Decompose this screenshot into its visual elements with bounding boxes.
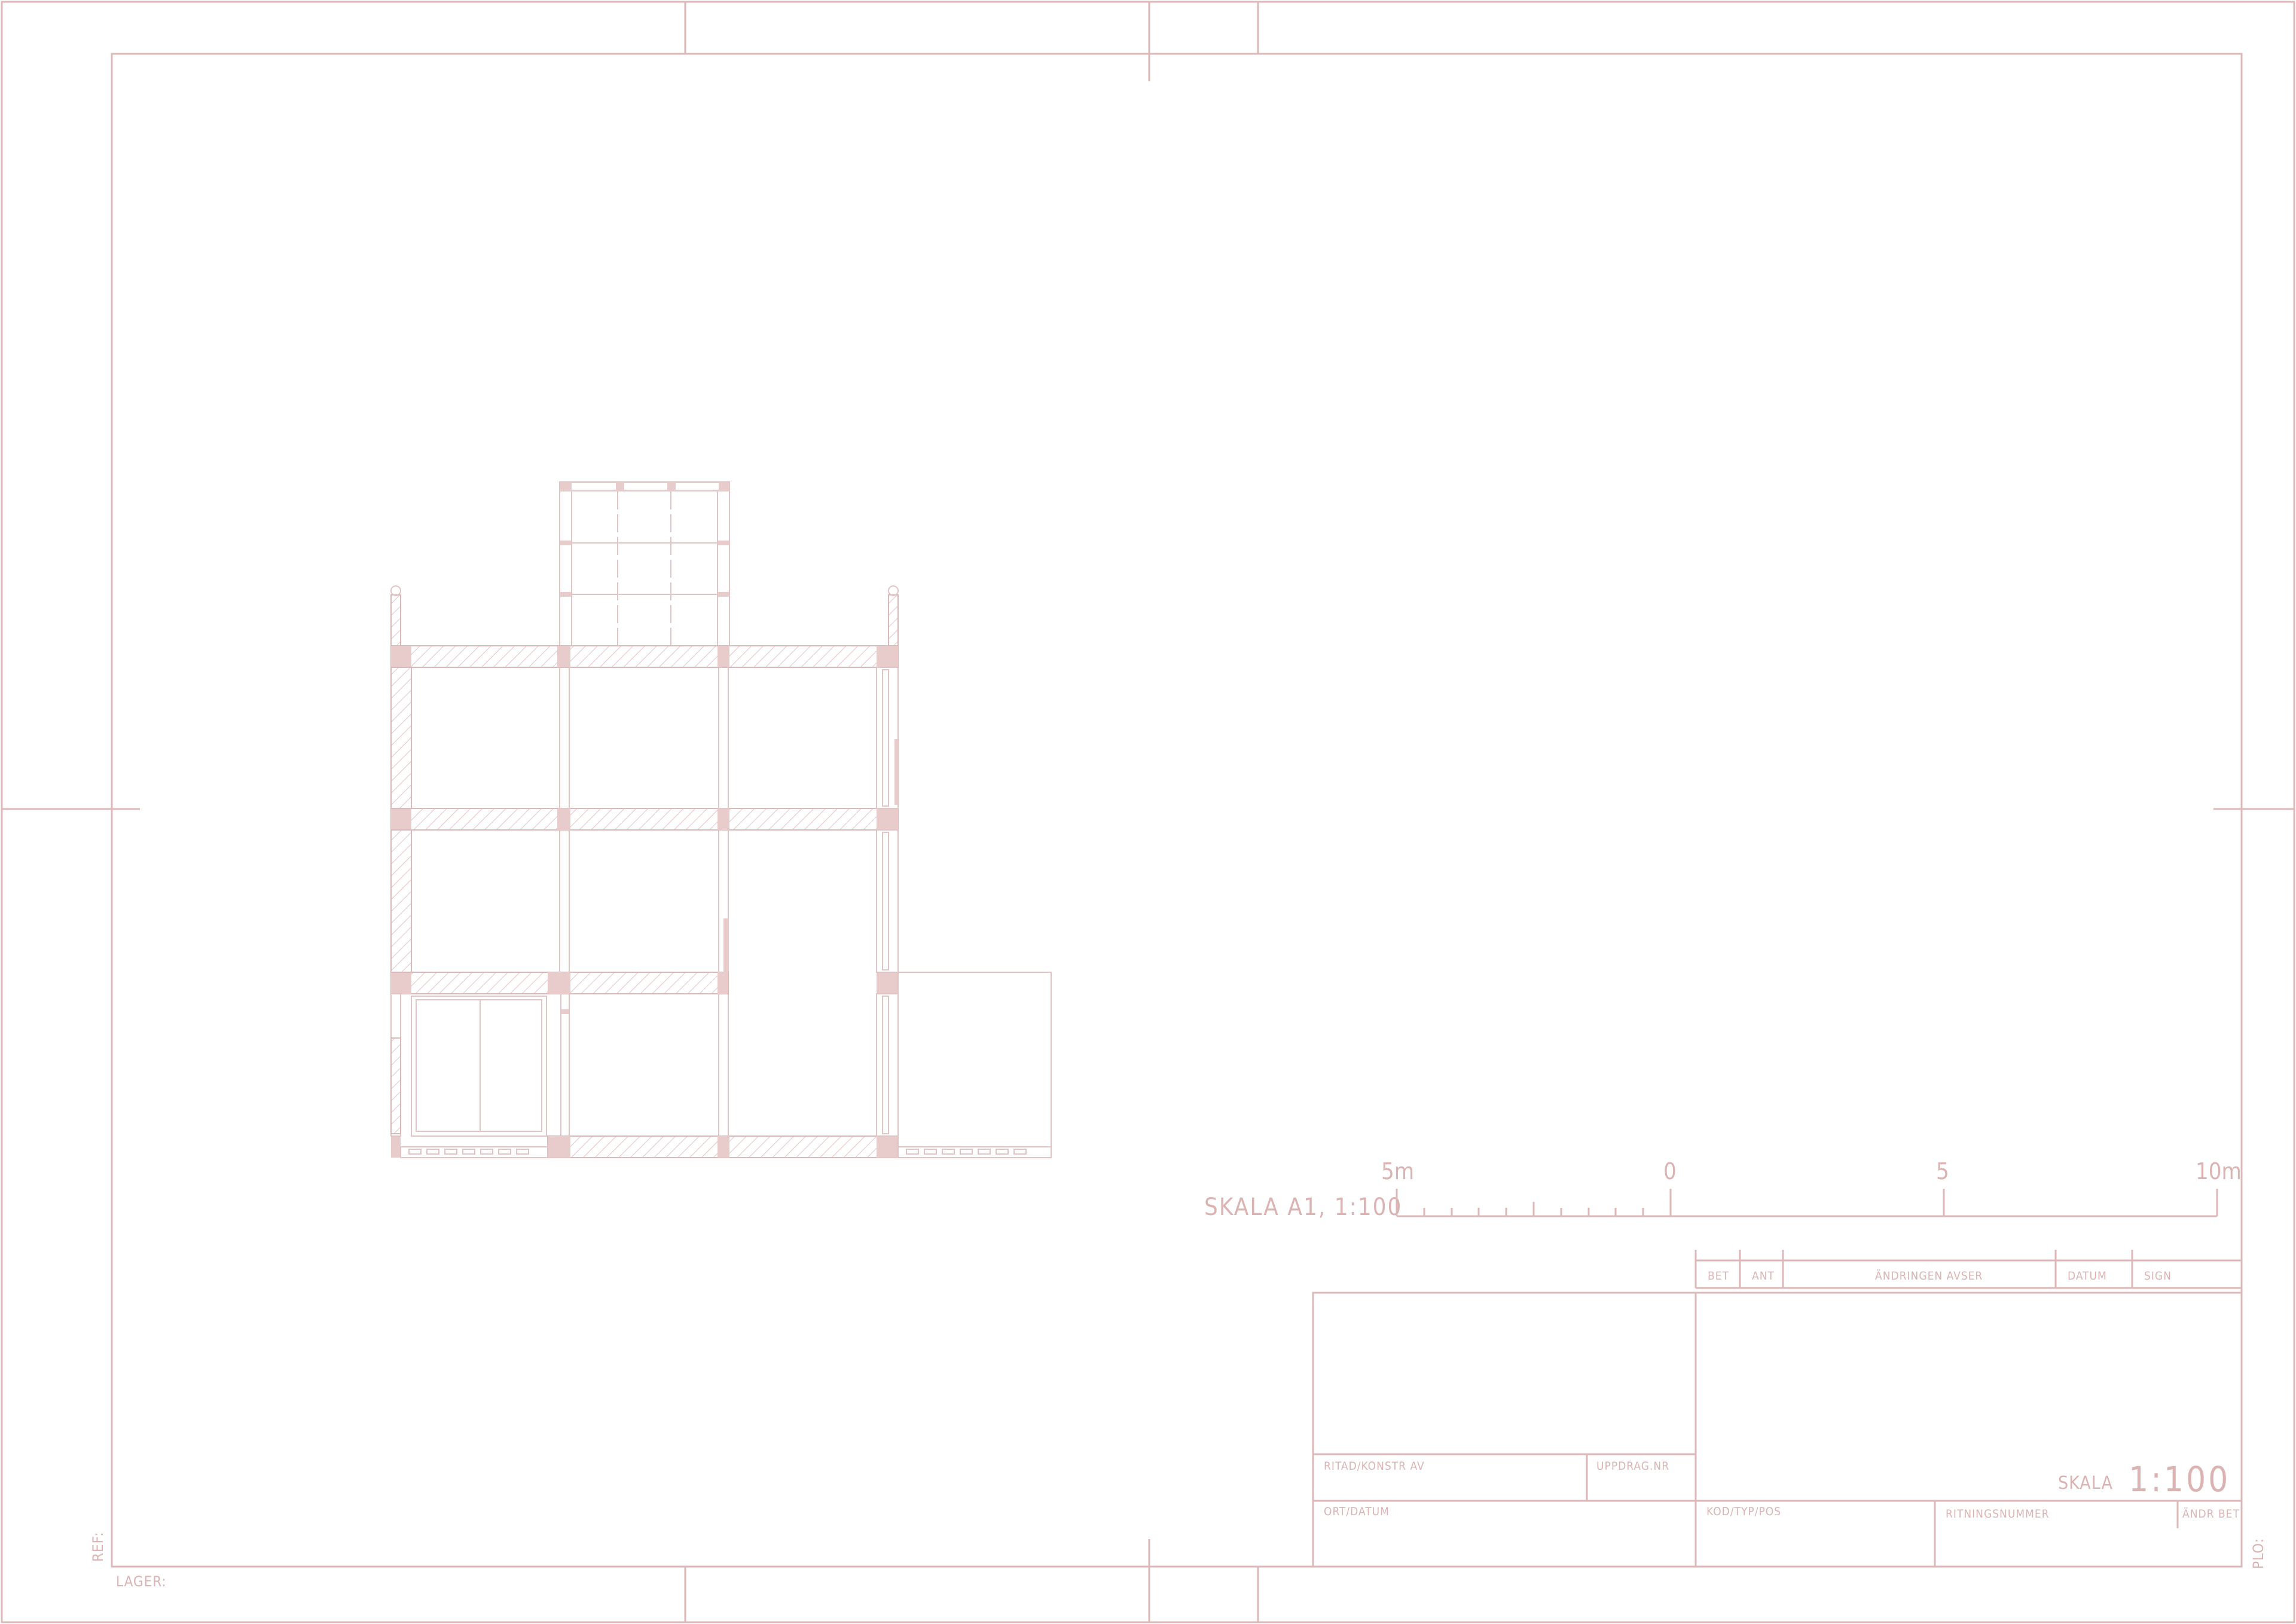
uppdrag-nr-label: UPPDRAG.NR [1596, 1460, 1669, 1473]
skala-label: SKALA [2058, 1473, 2113, 1494]
inner-border [111, 53, 2243, 1568]
skala-value: 1:100 [2129, 1459, 2230, 1500]
andr-bet-label: ÄNDR BET [2182, 1507, 2240, 1521]
rev-col-ant: ANT [1752, 1269, 1775, 1283]
ritningsnummer-label: RITNINGSNUMMER [1946, 1507, 2050, 1521]
floor-slabs [390, 645, 899, 1158]
kod-typ-pos-label: KOD/TYP/POS [1706, 1505, 1781, 1518]
ground-floor-window [411, 996, 547, 1137]
ref-label: REF: [90, 1532, 106, 1562]
floor-slab-3 [390, 808, 899, 831]
scale-bar: SKALA A1, 1:100 5m 0 5 10m [1204, 1158, 2242, 1221]
column-heads [391, 646, 898, 1158]
title-block: RITAD/KONSTR AV UPPDRAG.NR ORT/DATUM KOD… [1312, 1292, 2243, 1568]
parapet-right [888, 585, 899, 646]
rev-col-andringen-avser: ÄNDRINGEN AVSER [1875, 1269, 1983, 1283]
building-section-drawing [390, 481, 1052, 1158]
rooftop-structure [559, 481, 730, 646]
interior-columns [559, 667, 729, 1136]
revision-table: BET ANT ÄNDRINGEN AVSER DATUM SIGN [1694, 1250, 2242, 1289]
left-wall [390, 667, 412, 1137]
scale-tick-ten: 10m [2196, 1158, 2242, 1185]
rev-col-bet: BET [1708, 1269, 1729, 1283]
scale-tick-zero: 0 [1663, 1158, 1677, 1185]
roof-slab [390, 645, 899, 668]
ort-datum-label: ORT/DATUM [1324, 1505, 1390, 1518]
scale-tick-five: 5 [1936, 1158, 1949, 1185]
lager-label: LAGER: [116, 1573, 167, 1590]
scale-minor-ticks [1423, 1202, 1644, 1216]
parapet-left [390, 585, 401, 646]
plo-label: PLO: [2250, 1538, 2267, 1569]
annex-volume [897, 972, 1052, 1158]
right-wall [876, 667, 899, 1137]
ritad-konstr-av-label: RITAD/KONSTR AV [1324, 1460, 1425, 1473]
rev-col-datum: DATUM [2068, 1269, 2107, 1283]
foundation [400, 1146, 548, 1158]
scale-bar-label: SKALA A1, 1:100 [1204, 1193, 1402, 1221]
rev-col-sign: SIGN [2144, 1269, 2172, 1283]
scale-tick-minus5: 5m [1381, 1158, 1414, 1185]
